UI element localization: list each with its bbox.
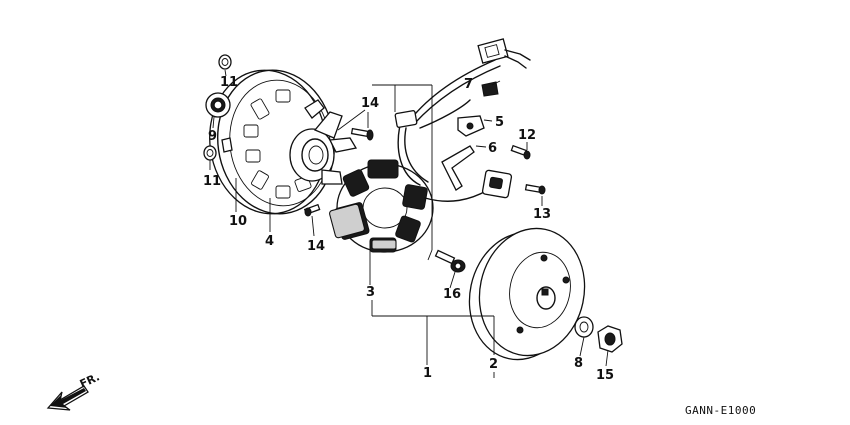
callout-4: 4: [265, 234, 274, 249]
callout-3: 3: [366, 285, 375, 300]
callout-9: 9: [208, 129, 217, 144]
screw-12: [510, 144, 531, 160]
stator-coil: [329, 159, 434, 253]
callout-11-mid: 11: [203, 174, 221, 189]
callout-8: 8: [574, 356, 583, 371]
wire-harness: [394, 38, 531, 202]
washer-flywheel: [574, 316, 594, 338]
callout-1: 1: [423, 366, 432, 381]
flywheel-nut: [597, 325, 623, 353]
housing-assembly: [209, 69, 358, 215]
pulse-generator: [481, 169, 513, 199]
bracket-upper: [457, 115, 485, 137]
callout-5: 5: [495, 115, 504, 130]
leader-lines: [209, 69, 609, 378]
callout-2: 2: [489, 357, 498, 372]
front-direction-label: FR.: [78, 370, 102, 390]
callout-14-upper: 14: [361, 96, 379, 111]
callout-6: 6: [488, 141, 497, 156]
bolt-upper: [350, 127, 374, 141]
callout-14-lower: 14: [307, 239, 325, 254]
oil-seal: [205, 92, 231, 118]
callout-15: 15: [596, 368, 614, 383]
front-direction-arrow: FR.: [46, 370, 102, 411]
callouts: 11 9 11 10 4 14 14 3 7 5 6 12 13 16 2 1 …: [203, 75, 614, 383]
washer-mid: [203, 145, 217, 161]
screw-13: [524, 184, 546, 195]
callout-7: 7: [464, 77, 473, 92]
washer-top: [218, 54, 232, 70]
callout-10: 10: [229, 214, 247, 229]
callout-13: 13: [533, 207, 551, 222]
callout-16: 16: [443, 287, 461, 302]
callout-11-top: 11: [220, 75, 238, 90]
flange-bolt: [434, 249, 466, 273]
flywheel: [468, 227, 586, 361]
callout-12: 12: [518, 128, 536, 143]
clamp-plate: [441, 145, 475, 191]
grommet: [481, 81, 499, 97]
bolt-lower: [303, 203, 321, 217]
diagram-code: GANN-E1000: [685, 404, 756, 417]
